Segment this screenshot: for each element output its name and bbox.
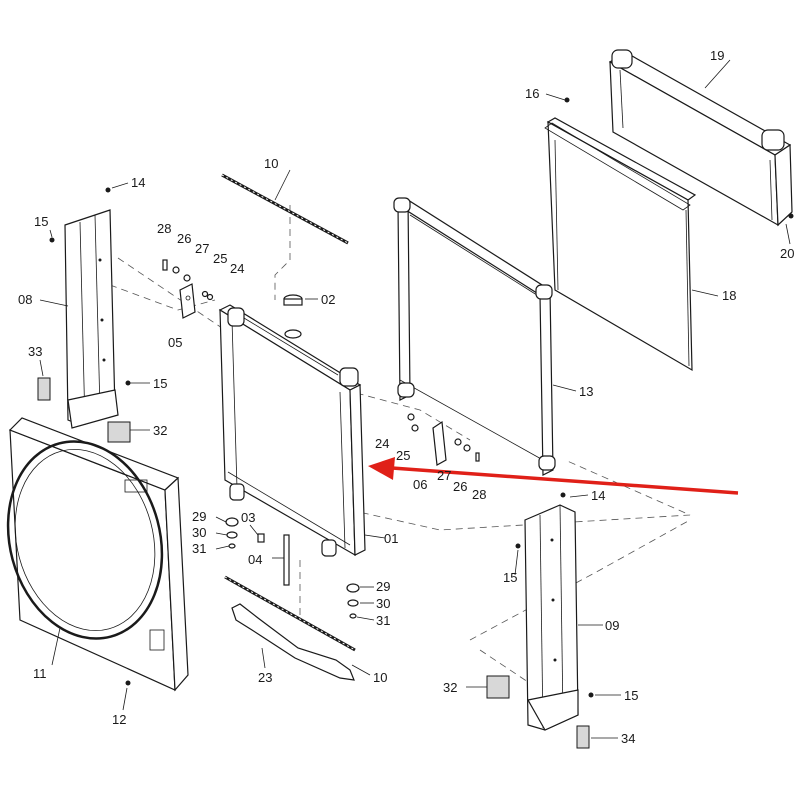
bracket-05-part	[179, 283, 196, 319]
callout-30-left: 30	[192, 525, 206, 540]
callout-26-middle: 26	[453, 479, 467, 494]
callout-13: 13	[579, 384, 593, 399]
callout-29-left: 29	[192, 509, 206, 524]
condenser-panel-part	[544, 117, 697, 372]
leader-lines	[39, 59, 791, 739]
left-washer-stack	[225, 517, 239, 549]
drain-parts	[257, 533, 290, 586]
pad-32-right	[486, 675, 510, 699]
callout-03: 03	[241, 510, 255, 525]
callout-10-top: 10	[264, 156, 278, 171]
seal-strip-top	[221, 173, 349, 245]
callout-19: 19	[710, 48, 724, 63]
callout-25-middle: 25	[396, 448, 410, 463]
fan-shroud-part	[6, 417, 189, 692]
callout-09: 09	[605, 618, 619, 633]
callout-08: 08	[18, 292, 32, 307]
screw-dots	[49, 97, 794, 698]
callout-14-right: 14	[591, 488, 605, 503]
right-bracket-part	[524, 504, 579, 731]
callout-15-b: 15	[153, 376, 167, 391]
callout-10-bottom: 10	[373, 670, 387, 685]
callout-06: 06	[413, 477, 427, 492]
red-pointer-arrow	[368, 457, 739, 495]
callout-26-upper: 26	[177, 231, 191, 246]
callout-15-c: 15	[503, 570, 517, 585]
left-bracket-part	[64, 209, 119, 429]
callout-32-right: 32	[443, 680, 457, 695]
callout-27-upper: 27	[195, 241, 209, 256]
callout-labels: 01 02 03 04 05 06 08 09 10 10 11 12 13 1…	[18, 48, 794, 746]
callout-32-left: 32	[153, 423, 167, 438]
callout-14-top: 14	[131, 175, 145, 190]
lower-support-part	[231, 603, 355, 681]
callout-25-upper: 25	[213, 251, 227, 266]
callout-01: 01	[384, 531, 398, 546]
oil-cooler-part	[608, 49, 793, 227]
callout-15-a: 15	[34, 214, 48, 229]
callout-33: 33	[28, 344, 42, 359]
right-washer-stack	[346, 583, 360, 619]
callout-27-middle: 27	[437, 468, 451, 483]
callout-31-right: 31	[376, 613, 390, 628]
callout-11: 11	[33, 666, 47, 681]
seal-strip-bottom	[224, 575, 356, 652]
callout-28-middle: 28	[472, 487, 486, 502]
callout-30-right: 30	[376, 596, 390, 611]
radiator-cap-part	[283, 294, 303, 339]
callout-02: 02	[321, 292, 335, 307]
middle-hardware	[407, 413, 480, 462]
pad-32-left	[107, 421, 131, 443]
pad-33-left	[37, 377, 51, 401]
callout-24-upper: 24	[230, 261, 244, 276]
callout-05: 05	[168, 335, 182, 350]
callout-29-right: 29	[376, 579, 390, 594]
callout-15-d: 15	[624, 688, 638, 703]
callout-04: 04	[248, 552, 262, 567]
bracket-06-part	[432, 420, 447, 466]
callout-31-left: 31	[192, 541, 206, 556]
radiator-core-part	[218, 304, 366, 557]
callout-12: 12	[112, 712, 126, 727]
callout-28-upper: 28	[157, 221, 171, 236]
intercooler-frame-part	[393, 197, 556, 476]
callout-18: 18	[722, 288, 736, 303]
callout-20: 20	[780, 246, 794, 261]
callout-34: 34	[621, 731, 635, 746]
callout-16: 16	[525, 86, 539, 101]
pad-34	[576, 725, 590, 749]
upper-hardware	[162, 259, 214, 301]
callout-23: 23	[258, 670, 272, 685]
callout-24-middle: 24	[375, 436, 389, 451]
